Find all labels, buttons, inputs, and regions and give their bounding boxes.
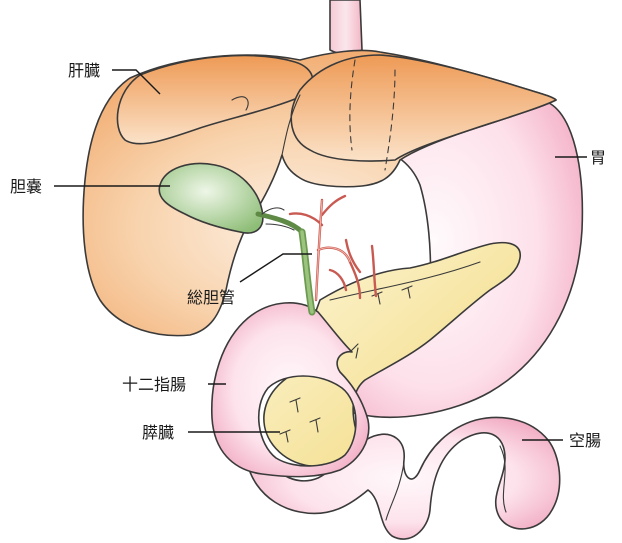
label-gallbladder: 胆嚢 [10, 177, 42, 196]
esophagus [330, 0, 362, 54]
label-pancreas: 膵臓 [142, 423, 174, 442]
leader-bile-duct [240, 254, 312, 282]
label-duodenum: 十二指腸 [122, 375, 186, 394]
label-jejunum: 空腸 [569, 431, 601, 450]
label-stomach: 胃 [590, 148, 606, 167]
cystic-duct [258, 214, 302, 232]
label-bile-duct: 総胆管 [187, 288, 235, 307]
label-liver: 肝臓 [68, 61, 100, 80]
